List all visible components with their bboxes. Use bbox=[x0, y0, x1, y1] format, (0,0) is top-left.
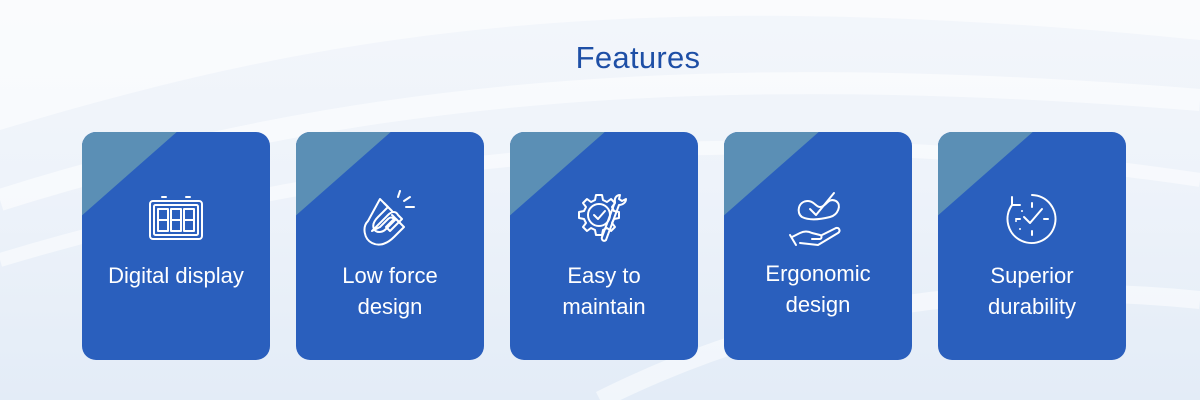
magnet-icon bbox=[358, 187, 422, 251]
feature-label: Digital display bbox=[108, 263, 244, 288]
gear-wrench-icon bbox=[572, 187, 636, 251]
feature-card-digital-display: Digital display bbox=[82, 132, 270, 360]
page-title: Features bbox=[575, 40, 701, 75]
clock-check-icon bbox=[1000, 187, 1064, 251]
digital-display-icon bbox=[144, 187, 208, 251]
hand-check-icon bbox=[786, 187, 850, 251]
